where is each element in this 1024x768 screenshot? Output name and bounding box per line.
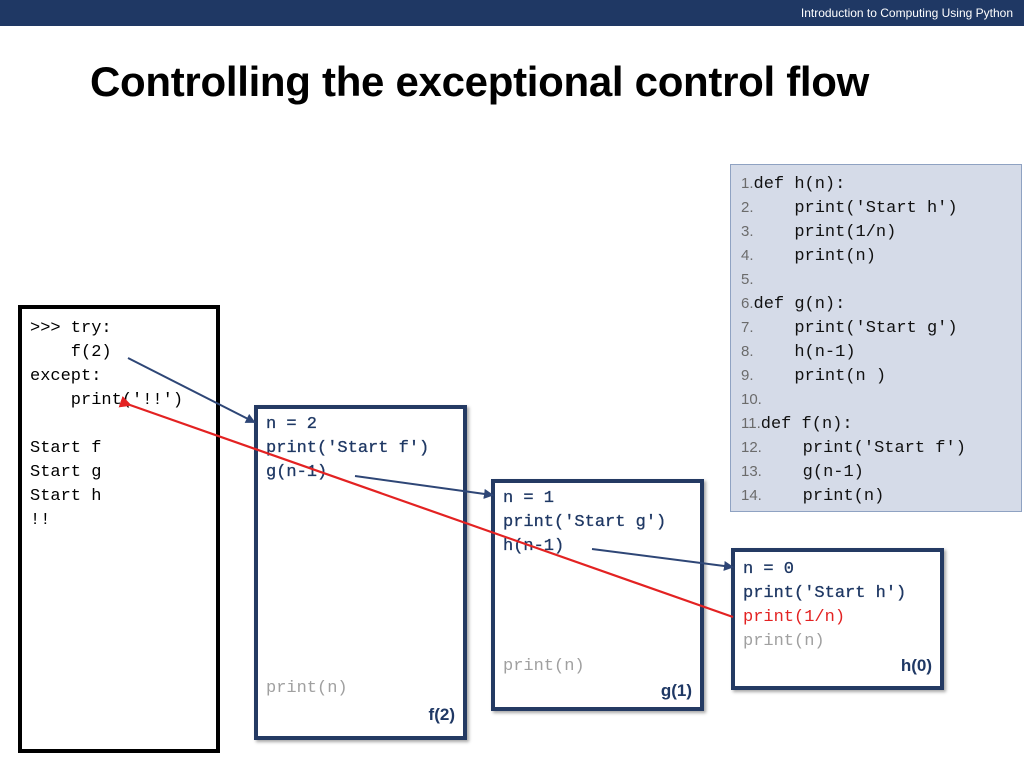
frame-f-line: g(n-1): [266, 463, 328, 482]
shell-line: !!: [30, 511, 51, 530]
shell-line: print('!!'): [30, 391, 184, 410]
shell-line: Start f: [30, 439, 102, 458]
frame-h-line: print(n): [743, 632, 825, 651]
code-line: 1.def h(n):: [741, 175, 846, 194]
frame-g-tail: print(n): [503, 657, 585, 676]
frame-g-line: n = 1: [503, 489, 555, 508]
code-line: 3. print(1/n): [741, 223, 897, 242]
frame-h-error-line: print(1/n): [743, 608, 846, 627]
code-line: 9. print(n ): [741, 367, 887, 386]
header-bar: Introduction to Computing Using Python: [0, 0, 1024, 26]
frame-f-line: print('Start f'): [266, 439, 430, 458]
code-line: 7. print('Start g'): [741, 319, 958, 338]
python-shell: >>> try: f(2) except: print('!!') Start …: [18, 305, 220, 753]
frame-f-line: n = 2: [266, 415, 318, 434]
frame-g: n = 1 print('Start g') h(n-1) print(n) g…: [491, 479, 704, 711]
frame-h-line: n = 0: [743, 560, 795, 579]
code-line: 8. h(n-1): [741, 343, 856, 362]
shell-line: Start h: [30, 487, 102, 506]
frame-h-line: print('Start h'): [743, 584, 907, 603]
course-title: Introduction to Computing Using Python: [800, 6, 1013, 20]
code-line: 13. g(n-1): [741, 463, 864, 482]
frame-f-tail: print(n): [266, 679, 348, 698]
frame-g-line: print('Start g'): [503, 513, 667, 532]
code-line: 12. print('Start f'): [741, 439, 966, 458]
code-line: 14. print(n): [741, 487, 885, 506]
shell-line: except:: [30, 367, 102, 386]
frame-f: n = 2 print('Start f') g(n-1) print(n) f…: [254, 405, 467, 740]
code-line: 11.def f(n):: [741, 415, 853, 434]
code-line: 10.: [741, 391, 762, 408]
frame-g-line: h(n-1): [503, 537, 565, 556]
slide-title: Controlling the exceptional control flow: [90, 58, 870, 105]
code-line: 5.: [741, 271, 754, 288]
frame-f-label: f(2): [428, 705, 455, 724]
shell-line: f(2): [30, 343, 112, 362]
frame-g-label: g(1): [660, 681, 692, 700]
code-line: 6.def g(n):: [741, 295, 846, 314]
frame-h-label: h(0): [900, 656, 932, 675]
shell-line: >>> try:: [30, 319, 112, 338]
shell-line: Start g: [30, 463, 102, 482]
code-listing-panel: 1.def h(n): 2. print('Start h') 3. print…: [730, 164, 1022, 512]
code-line: 2. print('Start h'): [741, 199, 958, 218]
frame-h: n = 0 print('Start h') print(1/n) print(…: [731, 548, 944, 690]
code-line: 4. print(n): [741, 247, 876, 266]
